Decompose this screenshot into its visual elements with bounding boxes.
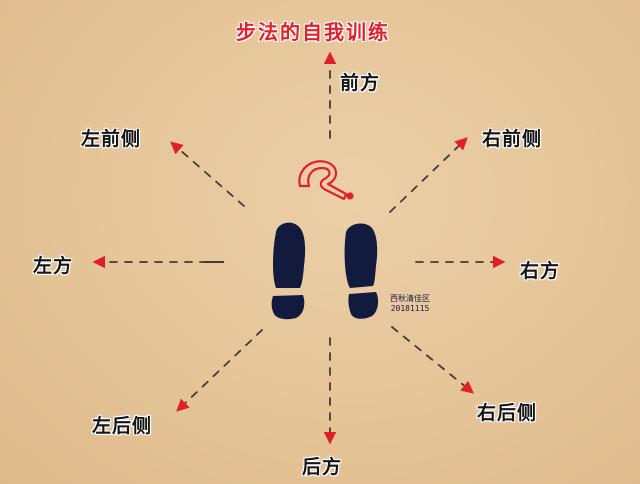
- left-footprint-icon: [271, 222, 306, 320]
- label-back-right: 右后侧: [477, 402, 538, 424]
- signature: 西秋清佳区 20181115: [390, 294, 430, 314]
- label-front-left: 左前侧: [81, 128, 142, 150]
- arrow-front-left: [170, 141, 245, 207]
- label-left: 左方: [33, 255, 74, 277]
- right-footprint-icon: [344, 223, 379, 319]
- label-right: 右方: [520, 260, 561, 282]
- question-mark-icon: [298, 160, 354, 201]
- arrow-front-right: [389, 137, 468, 213]
- arrow-back-right: [391, 326, 474, 394]
- label-front: 前方: [340, 72, 381, 94]
- signature-author: 西秋清佳区: [390, 294, 430, 303]
- signature-date: 20181115: [390, 304, 430, 313]
- label-back-left: 左后侧: [92, 415, 153, 437]
- label-front-right: 右前侧: [482, 128, 543, 150]
- label-back: 后方: [302, 456, 343, 478]
- diagram-title: 步法的自我训练: [236, 20, 390, 44]
- arrow-back-left: [176, 329, 263, 412]
